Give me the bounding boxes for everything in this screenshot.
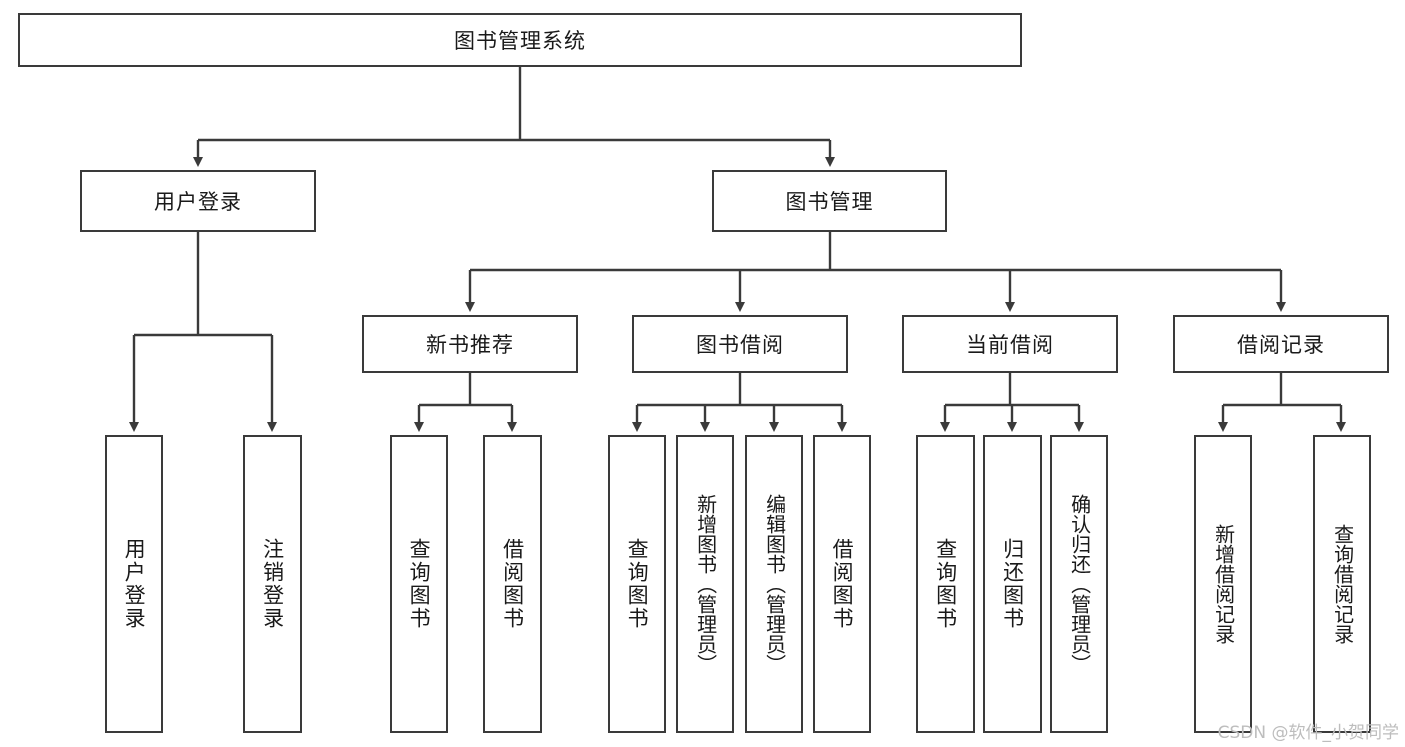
node-label: 新书推荐 [426,333,514,357]
node-label: 借阅图书 [500,538,525,630]
leaf-add-book-admin[interactable]: 新增图书（管理员） [676,435,734,733]
node-label: 查询图书 [407,538,432,630]
node-borrow-record[interactable]: 借阅记录 [1173,315,1389,373]
node-label: 查询图书 [625,538,650,630]
node-label: 注销登录 [260,538,285,630]
node-label: 图书管理 [785,190,874,214]
node-label: 归还图书 [1000,538,1025,630]
leaf-borrow-book[interactable]: 借阅图书 [813,435,871,733]
leaf-query-book-recommend[interactable]: 查询图书 [390,435,448,733]
leaf-user-login[interactable]: 用户登录 [105,435,163,733]
node-label: 当前借阅 [966,333,1054,357]
leaf-confirm-return-admin[interactable]: 确认归还（管理员） [1050,435,1108,733]
leaf-query-book-borrow[interactable]: 查询图书 [608,435,666,733]
node-book-borrow[interactable]: 图书借阅 [632,315,848,373]
leaf-return-book[interactable]: 归还图书 [983,435,1042,733]
leaf-query-book-current[interactable]: 查询图书 [916,435,975,733]
node-user-login[interactable]: 用户登录 [80,170,316,232]
leaf-add-borrow-record[interactable]: 新增借阅记录 [1194,435,1252,733]
node-new-book-recommend[interactable]: 新书推荐 [362,315,578,373]
node-label: 借阅图书 [830,538,855,630]
node-label: 借阅记录 [1237,333,1325,357]
node-label: 查询借阅记录 [1330,524,1355,644]
node-current-borrow[interactable]: 当前借阅 [902,315,1118,373]
node-label: 确认归还（管理员） [1067,494,1092,674]
node-label: 新增借阅记录 [1211,524,1236,644]
node-label: 编辑图书（管理员） [762,494,787,674]
node-book-management[interactable]: 图书管理 [712,170,947,232]
leaf-edit-book-admin[interactable]: 编辑图书（管理员） [745,435,803,733]
leaf-user-logout[interactable]: 注销登录 [243,435,302,733]
node-label: 用户登录 [122,538,147,630]
leaf-query-borrow-record[interactable]: 查询借阅记录 [1313,435,1371,733]
csdn-watermark: CSDN @软件_小贺同学 [1217,723,1399,743]
node-label: 图书管理系统 [454,29,586,53]
node-label: 查询图书 [933,538,958,630]
node-label: 用户登录 [154,190,242,214]
leaf-borrow-book-recommend[interactable]: 借阅图书 [483,435,542,733]
node-root-system[interactable]: 图书管理系统 [18,13,1022,67]
node-label: 图书借阅 [696,333,784,357]
node-label: 新增图书（管理员） [693,494,718,674]
